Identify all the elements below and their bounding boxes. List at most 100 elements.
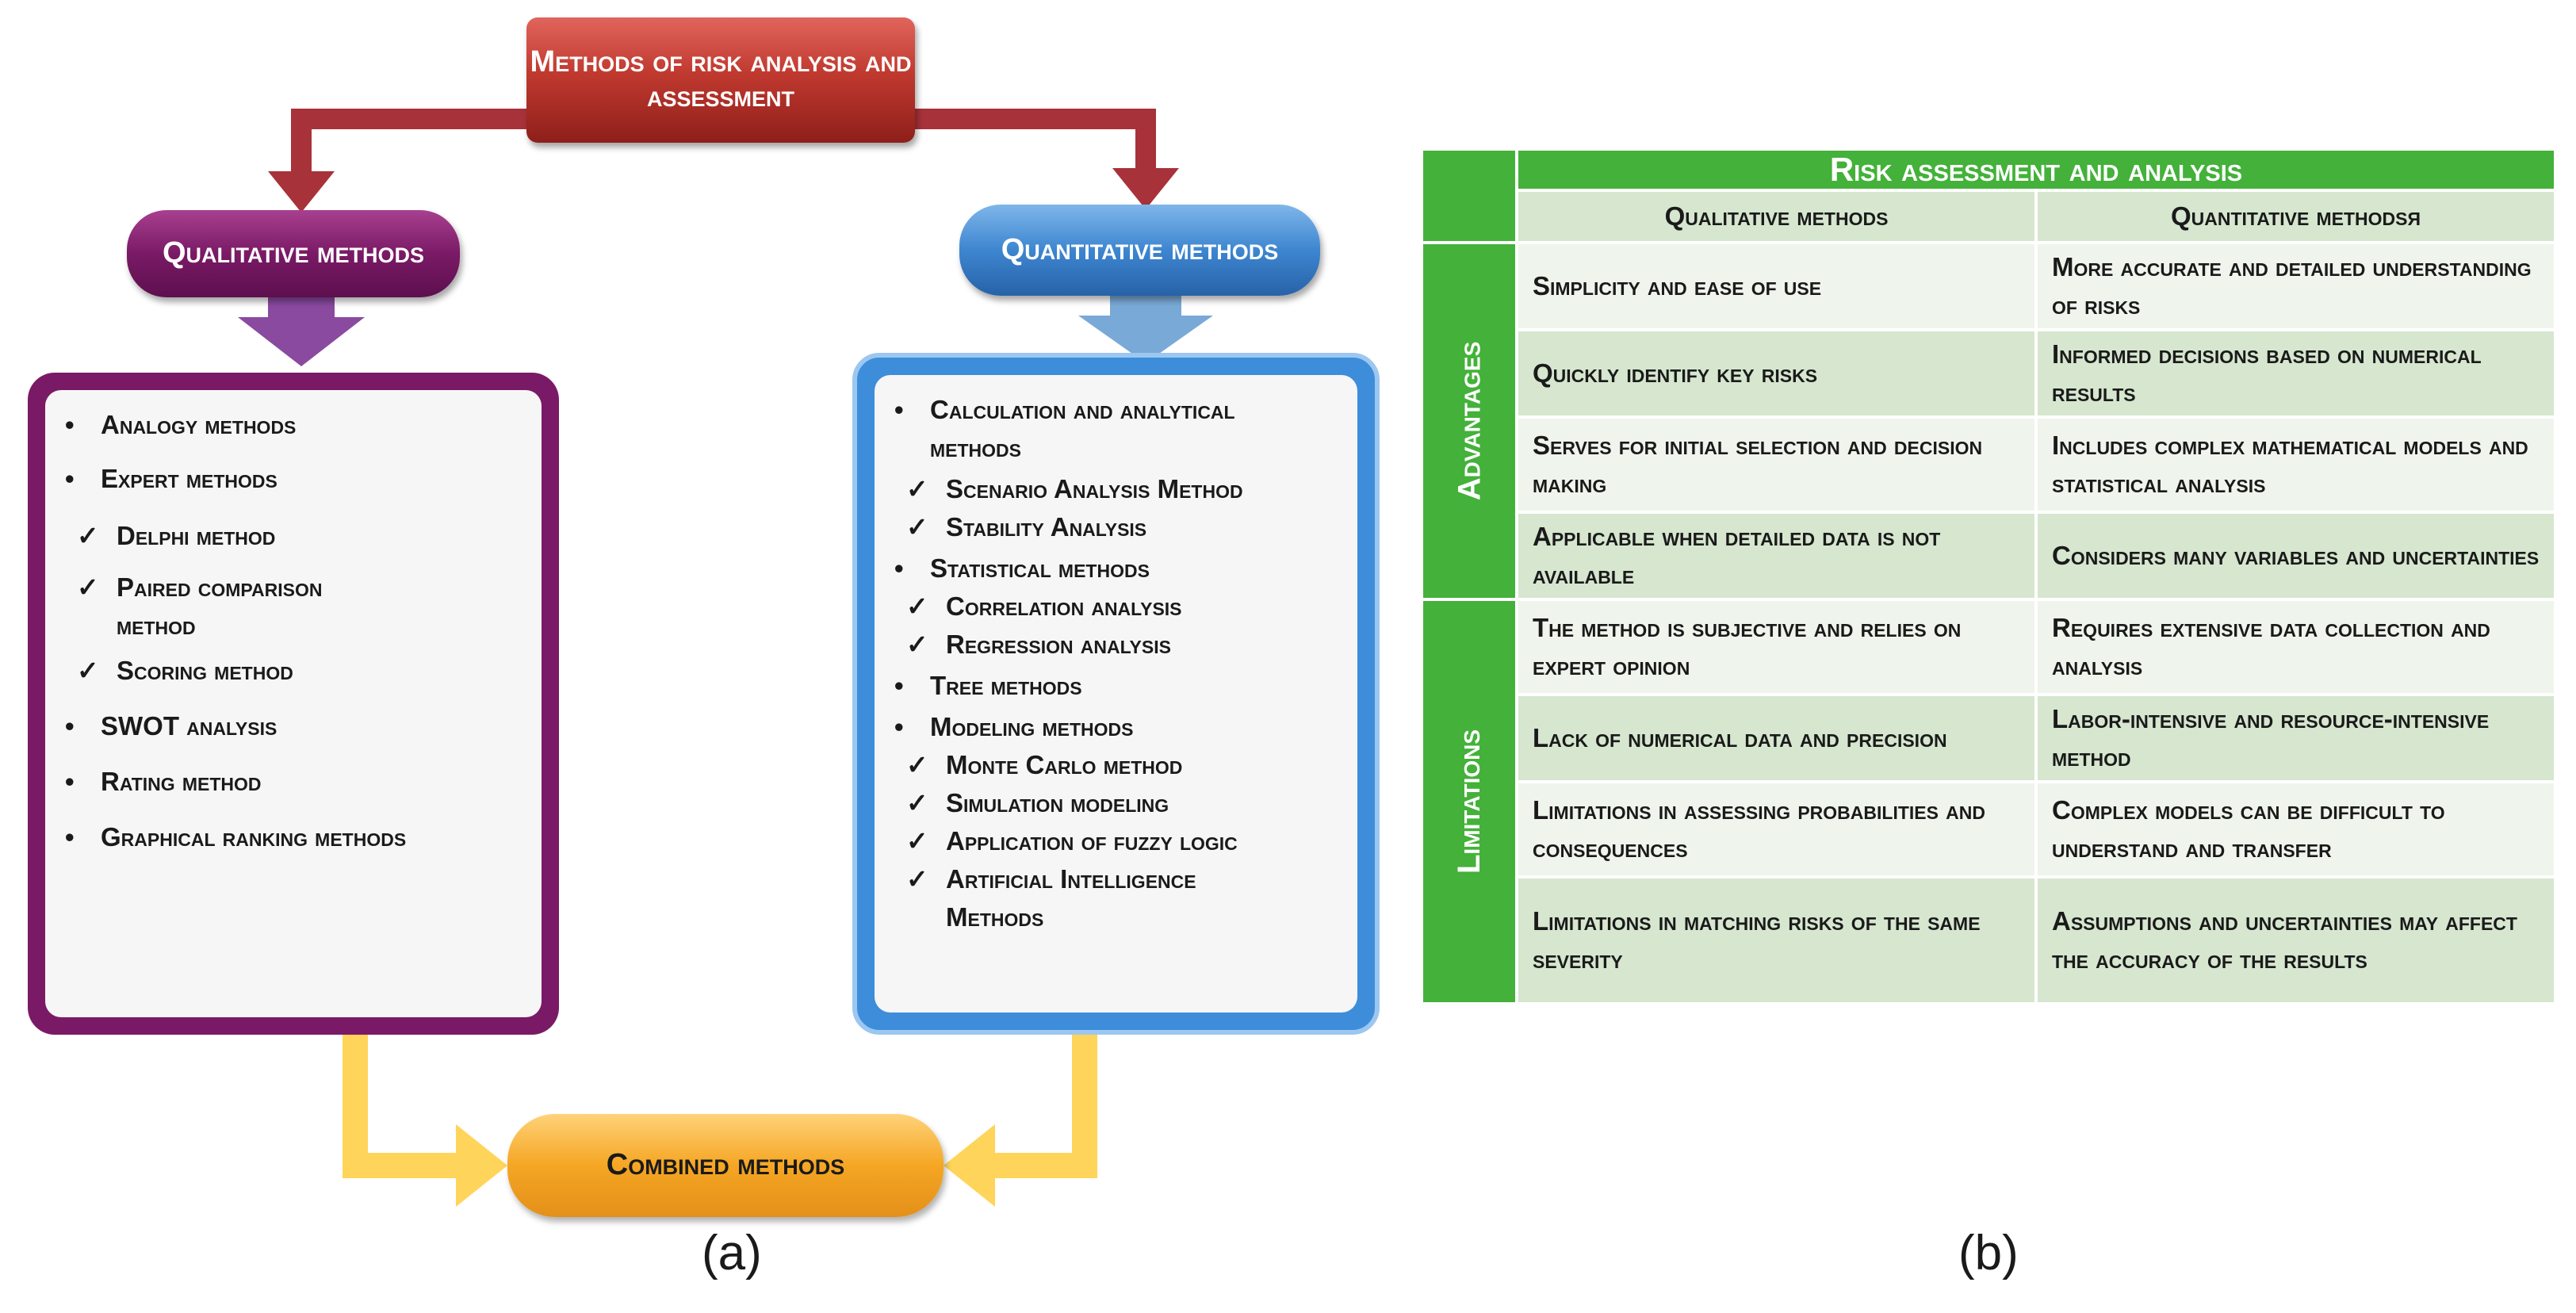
table-cell-qualitative: Limitations in assessing probabilities a… xyxy=(1518,783,2034,875)
bullet-icon: • xyxy=(65,767,75,796)
table-cell-quantitative-text: Considers many variables and uncertainti… xyxy=(2052,541,2540,570)
sub-list-item: ✓Simulation modeling xyxy=(906,784,1169,822)
list-item-text: Expert methods xyxy=(101,464,278,493)
table-cell-qualitative-text: Simplicity and ease of use xyxy=(1533,271,1822,300)
list-item-text: Scoring method xyxy=(117,656,293,685)
list-item-text: Analogy methods xyxy=(101,410,297,439)
table-cell-qualitative: Applicable when detailed data is not ava… xyxy=(1518,514,2034,598)
bullet-icon: • xyxy=(65,464,75,493)
list-item-text: SWOT analysis xyxy=(101,711,278,741)
table-cell-quantitative: Informed decisions based on numerical re… xyxy=(2038,331,2554,415)
check-icon: ✓ xyxy=(906,591,928,621)
table-cell-qualitative: Lack of numerical data and precision xyxy=(1518,696,2034,780)
qualitative-methods-list: •Analogy methods•Expert methods✓Delphi m… xyxy=(45,390,542,1017)
table-corner-cell xyxy=(1423,151,1515,241)
bullet-icon: • xyxy=(65,822,75,852)
table-cell-quantitative: Considers many variables and uncertainti… xyxy=(2038,514,2554,598)
arrow-head-quantitative xyxy=(1112,168,1179,209)
list-item-text: Artificial Intelligence Methods xyxy=(946,864,1196,932)
list-item: • Modeling methods xyxy=(894,708,1134,746)
table-cell-quantitative-text: Informed decisions based on numerical re… xyxy=(2052,339,2482,407)
table-cell-qualitative-text: The method is subjective and relies on e… xyxy=(1533,613,1962,680)
arrow-title-to-qualitative xyxy=(291,109,526,181)
sub-list-item: ✓ Paired comparison method xyxy=(77,568,354,645)
list-item: • Expert methods xyxy=(65,460,278,498)
bullet-icon: • xyxy=(894,553,904,583)
list-item: • Calculation and analytical methods xyxy=(894,391,1326,467)
combined-label: Combined methods xyxy=(606,1148,845,1182)
bullet-icon: • xyxy=(894,395,904,424)
bullet-icon: • xyxy=(894,712,904,741)
table-cell-qualitative: The method is subjective and relies on e… xyxy=(1518,601,2034,693)
list-item: •Statistical methods xyxy=(894,549,1150,588)
table-cell-qualitative: Simplicity and ease of use xyxy=(1518,244,2034,328)
table-cell-qualitative: Limitations in matching risks of the sam… xyxy=(1518,879,2034,1002)
caption-b: (b) xyxy=(1958,1226,2019,1280)
table-cell-quantitative: More accurate and detailed understanding… xyxy=(2038,244,2554,328)
list-item-text: Delphi method xyxy=(117,521,276,550)
list-item-text: Correlation analysis xyxy=(946,591,1182,621)
list-item-text: Calculation and analytical methods xyxy=(930,395,1235,462)
table-cell-quantitative-text: Complex models can be difficult to under… xyxy=(2052,795,2445,863)
list-item-text: Paired comparison method xyxy=(117,572,323,640)
combined-methods-pill: Combined methods xyxy=(507,1114,944,1217)
list-item: • Tree methods xyxy=(894,667,1082,705)
list-item: • Graphical ranking methods xyxy=(65,818,407,856)
check-icon: ✓ xyxy=(906,826,928,856)
quantitative-methods-frame: •Calculation and analytical methods✓Scen… xyxy=(852,353,1380,1035)
check-icon: ✓ xyxy=(77,572,99,602)
table-cell-qualitative-text: Limitations in assessing probabilities a… xyxy=(1533,795,1985,863)
sub-list-item: ✓Monte Carlo method xyxy=(906,746,1182,784)
check-icon: ✓ xyxy=(77,521,99,550)
arrow-down-quantitative xyxy=(1078,292,1213,363)
column-header-qualitative-text: Qualitative methods xyxy=(1664,201,1889,231)
qualitative-label: Qualitative methods xyxy=(162,236,425,270)
row-group-limitations: Limitations xyxy=(1423,601,1515,1002)
table-cell-quantitative-text: Labor-intensive and resource-intensive m… xyxy=(2052,704,2490,771)
bullet-icon: • xyxy=(65,410,75,439)
row-group-limitations-text: Limitations xyxy=(1452,729,1487,875)
sub-list-item: ✓Artificial Intelligence Methods xyxy=(906,860,1287,936)
row-group-advantages: Advantages xyxy=(1423,244,1515,598)
table-cell-quantitative-text: Requires extensive data collection and a… xyxy=(2052,613,2490,680)
arrow-title-to-quantitative xyxy=(915,109,1156,178)
arrow-qualitative-to-combined xyxy=(343,1035,468,1178)
title-box: Methods of risk analysis and assessment xyxy=(526,17,915,143)
sub-list-item: ✓Stability Analysis xyxy=(906,508,1146,546)
check-icon: ✓ xyxy=(77,656,99,685)
table-cell-quantitative: Complex models can be difficult to under… xyxy=(2038,783,2554,875)
sub-list-item: ✓Application of fuzzy logic xyxy=(906,822,1238,860)
table-cell-qualitative-text: Lack of numerical data and precision xyxy=(1533,723,1947,752)
qualitative-methods-frame: •Analogy methods•Expert methods✓Delphi m… xyxy=(28,373,559,1035)
arrow-head-combined-left xyxy=(456,1124,507,1207)
qualitative-methods-pill: Qualitative methods xyxy=(127,210,460,297)
list-item-text: Graphical ranking methods xyxy=(101,822,407,852)
list-item-text: Simulation modeling xyxy=(946,788,1169,817)
arrow-down-qualitative xyxy=(238,293,365,366)
bullet-icon: • xyxy=(894,671,904,700)
column-header-quantitative-text: Quantitative methodsя xyxy=(2170,201,2421,231)
quantitative-methods-list: •Calculation and analytical methods✓Scen… xyxy=(875,375,1357,1013)
check-icon: ✓ xyxy=(906,630,928,659)
table-cell-quantitative-text: More accurate and detailed understanding… xyxy=(2052,252,2532,320)
list-item-text: Tree methods xyxy=(930,671,1082,700)
list-item: •SWOT analysis xyxy=(65,707,278,745)
table-cell-quantitative: Includes complex mathematical models and… xyxy=(2038,419,2554,511)
title-label: Methods of risk analysis and assessment xyxy=(530,45,912,113)
table-cell-qualitative-text: Serves for initial selection and decisio… xyxy=(1533,431,1983,498)
sub-list-item: ✓ Correlation analysis xyxy=(906,588,1182,626)
column-header-quantitative: Quantitative methodsя xyxy=(2038,192,2554,241)
table-cell-quantitative-text: Includes complex mathematical models and… xyxy=(2052,431,2528,498)
sub-list-item: ✓ Scoring method xyxy=(77,652,293,690)
list-item-text: Modeling methods xyxy=(930,712,1134,741)
quantitative-label: Quantitative methods xyxy=(1001,232,1279,266)
table-cell-quantitative: Assumptions and uncertainties may affect… xyxy=(2038,879,2554,1002)
table-cell-qualitative-text: Applicable when detailed data is not ava… xyxy=(1533,522,1941,589)
table-cell-qualitative-text: Quickly identify key risks xyxy=(1533,358,1818,388)
sub-list-item: ✓ Delphi method xyxy=(77,517,276,555)
list-item-text: Regression analysis xyxy=(946,630,1171,659)
caption-a: (a) xyxy=(702,1226,762,1280)
table-title-text: Risk assessment and analysis xyxy=(1829,151,2243,188)
sub-list-item: ✓ Regression analysis xyxy=(906,626,1171,664)
table-cell-qualitative-text: Limitations in matching risks of the sam… xyxy=(1533,906,1981,974)
